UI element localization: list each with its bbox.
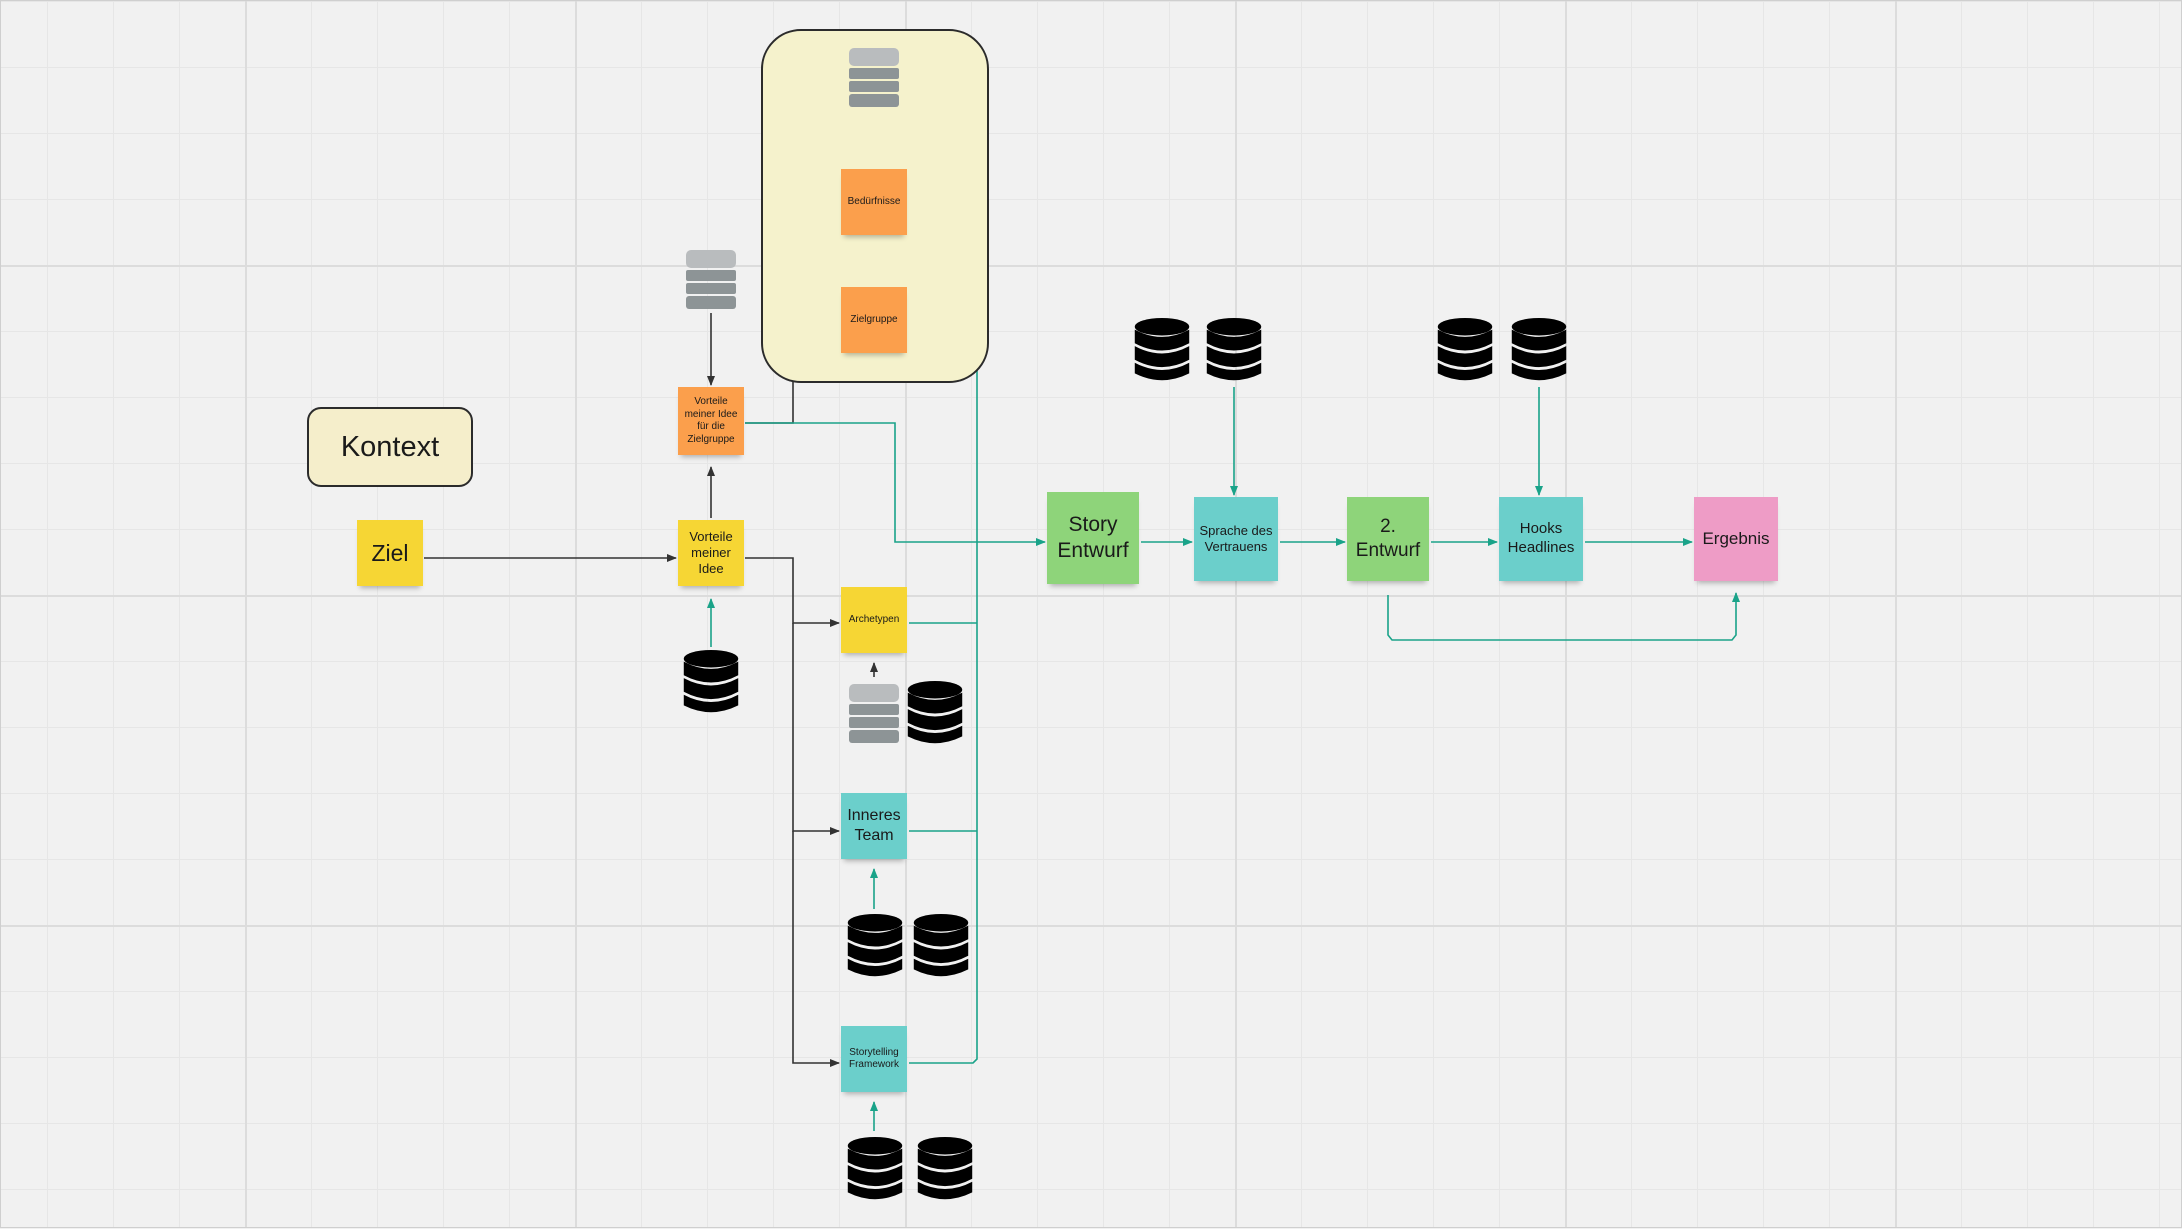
sticky-storytelling-framework[interactable]: Storytelling Framework <box>841 1026 907 1092</box>
sticky-sprache-des-vertrauens[interactable]: Sprache des Vertrauens <box>1194 497 1278 581</box>
database-stack-grey-icon[interactable] <box>848 47 900 109</box>
sticky-zielgruppe[interactable]: Zielgruppe <box>841 287 907 353</box>
sticky-hooks-headlines[interactable]: Hooks Headlines <box>1499 497 1583 581</box>
database-icon[interactable] <box>1204 317 1264 387</box>
database-icon[interactable] <box>681 649 741 719</box>
connector-entwurf-to-ergebnis[interactable] <box>1387 592 1740 641</box>
sticky-archetypen[interactable]: Archetypen <box>841 587 907 653</box>
database-icon[interactable] <box>1435 317 1495 387</box>
sticky-story-entwurf[interactable]: Story Entwurf <box>1047 492 1139 584</box>
sticky-2-entwurf[interactable]: 2. Entwurf <box>1347 497 1429 581</box>
sticky-ziel[interactable]: Ziel <box>357 520 423 586</box>
connector-vorteile-to-inneres-team[interactable] <box>792 623 840 835</box>
kontext-label[interactable]: Kontext <box>307 407 473 487</box>
sticky-vorteile-meiner-idee[interactable]: Vorteile meiner Idee <box>678 520 744 586</box>
database-icon[interactable] <box>915 1136 975 1206</box>
database-icon[interactable] <box>905 680 965 750</box>
database-icon[interactable] <box>1132 317 1192 387</box>
sticky-ergebnis[interactable]: Ergebnis <box>1694 497 1778 581</box>
connector-vorteile-to-archetypen[interactable] <box>745 557 840 627</box>
database-stack-grey-icon[interactable] <box>848 683 900 745</box>
sticky-vorteile-zielgruppe[interactable]: Vorteile meiner Idee für die Zielgruppe <box>678 387 744 455</box>
connector-vorteile-zielgruppe-to-story[interactable] <box>745 422 977 543</box>
sticky-beduerfnisse[interactable]: Bedürfnisse <box>841 169 907 235</box>
database-icon[interactable] <box>845 1136 905 1206</box>
connector-vorteile-to-storytelling[interactable] <box>792 831 840 1067</box>
database-icon[interactable] <box>1509 317 1569 387</box>
database-icon[interactable] <box>911 913 971 983</box>
database-icon[interactable] <box>845 913 905 983</box>
sticky-inneres-team[interactable]: Inneres Team <box>841 793 907 859</box>
database-stack-grey-icon[interactable] <box>685 249 737 311</box>
